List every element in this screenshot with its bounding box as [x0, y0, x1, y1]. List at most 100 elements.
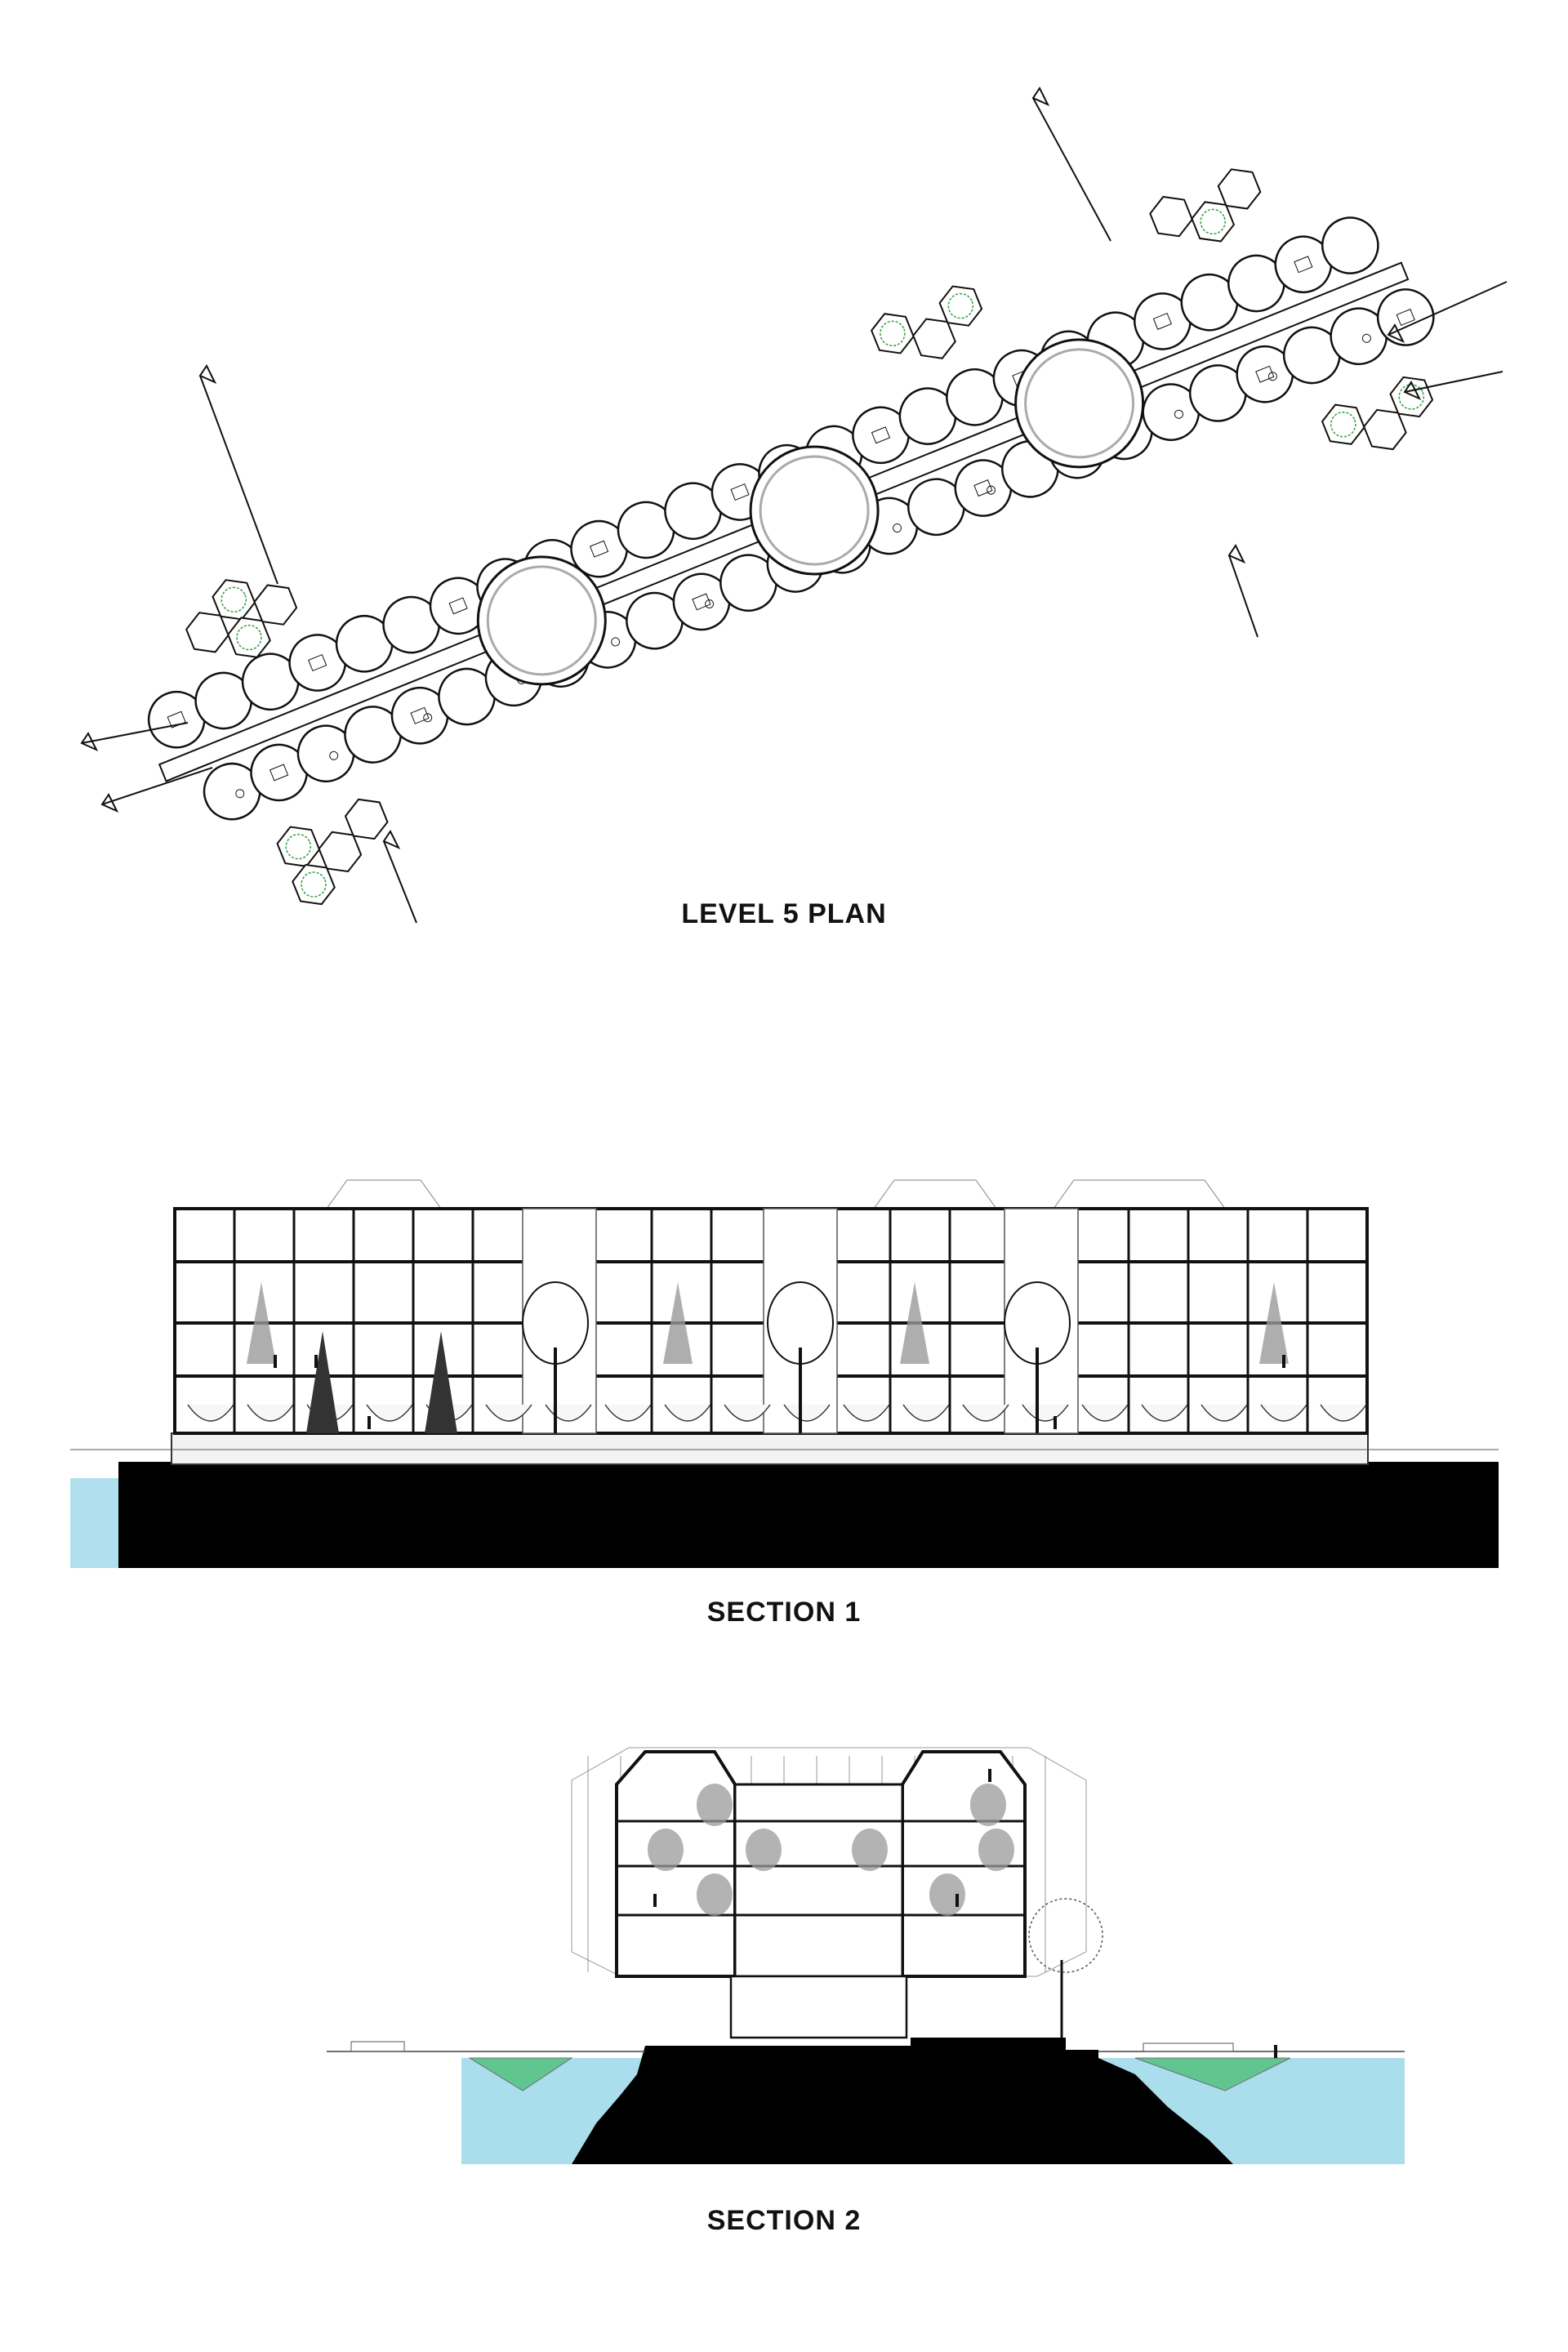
pine-tree: [425, 1331, 457, 1433]
pine-tree: [306, 1331, 339, 1433]
furniture: [1267, 372, 1277, 381]
section-2-trees: [648, 1784, 1103, 2038]
atrium-void: [522, 1208, 597, 1434]
centre-block: [733, 1783, 904, 1978]
vault: [1141, 1404, 1188, 1422]
plan-svg: [80, 87, 1508, 924]
vault: [843, 1404, 890, 1422]
section-1-trees: [247, 1281, 1289, 1433]
vault: [902, 1404, 950, 1422]
vault: [366, 1404, 413, 1422]
grey-tree: [663, 1282, 693, 1364]
person: [314, 1355, 318, 1368]
planter-green: [236, 624, 262, 651]
furniture: [730, 483, 750, 501]
planter-green: [880, 320, 906, 347]
cut-arrowhead: [80, 732, 99, 752]
cut-arrowhead: [1403, 381, 1422, 401]
person: [988, 1769, 991, 1782]
furniture: [692, 593, 711, 611]
person: [368, 1416, 371, 1429]
grey-tree: [247, 1282, 276, 1364]
hex-cell: [276, 826, 321, 867]
furniture: [269, 764, 289, 782]
water-left: [70, 1478, 121, 1568]
cut-line: [101, 767, 213, 805]
person: [1054, 1416, 1057, 1429]
planter-green: [1398, 384, 1424, 410]
cut-line: [199, 375, 278, 585]
hex-cell: [938, 285, 983, 327]
vault: [1081, 1404, 1129, 1422]
tree-canopy: [522, 1281, 589, 1365]
level-5-plan-drawing: [0, 65, 1568, 972]
roof-lanterns: [326, 1179, 1226, 1209]
atrium-outer: [749, 445, 880, 576]
building-grid: [173, 1208, 1369, 1434]
atrium-inner: [759, 455, 870, 566]
cut-arrowhead: [1227, 544, 1246, 564]
furniture: [705, 599, 715, 608]
vault: [962, 1404, 1009, 1422]
planted-tree: [697, 1784, 733, 1826]
plan-geometry: [147, 168, 1435, 906]
cut-line: [1228, 555, 1258, 638]
exterior-tree-canopy: [1028, 1898, 1103, 1973]
furniture: [1255, 365, 1275, 383]
podium: [729, 1975, 908, 2039]
furniture: [448, 597, 468, 615]
railing-left: [350, 2041, 405, 2052]
furniture: [235, 789, 245, 799]
furniture: [410, 706, 430, 724]
planter-green: [1330, 411, 1356, 438]
person: [956, 1894, 959, 1907]
planter-green: [220, 586, 247, 613]
pond-left: [468, 2057, 573, 2091]
cut-line: [383, 840, 417, 924]
atrium-void: [1004, 1208, 1079, 1434]
section-1-drawing: [0, 1160, 1568, 1584]
section-1-title: SECTION 1: [706, 1597, 862, 1628]
atrium-inner: [486, 565, 597, 676]
vault: [1320, 1404, 1367, 1422]
person: [653, 1894, 657, 1907]
planted-tree: [929, 1873, 965, 1916]
planted-tree: [978, 1829, 1014, 1871]
hex-cell: [292, 863, 336, 906]
cut-arrowhead: [1031, 87, 1050, 107]
section-2-title: SECTION 2: [706, 2205, 862, 2236]
cut-arrowhead: [1387, 323, 1405, 344]
hex-cell: [344, 798, 389, 840]
cut-arrowhead: [382, 830, 401, 850]
vault: [247, 1404, 294, 1422]
cut-line: [1388, 281, 1508, 336]
furniture: [1294, 256, 1313, 274]
vault: [724, 1404, 771, 1422]
furniture: [973, 479, 993, 497]
atrium-outer: [1014, 338, 1145, 469]
vault: [664, 1404, 711, 1422]
roof-lantern: [326, 1179, 442, 1209]
planted-tree: [852, 1829, 888, 1871]
ground-island: [572, 2038, 1233, 2164]
furniture: [423, 713, 433, 723]
hex-cell: [1321, 403, 1365, 445]
pod-room: [1321, 216, 1379, 274]
vault: [485, 1404, 532, 1422]
grey-tree: [900, 1282, 929, 1364]
cut-arrowhead: [100, 793, 119, 813]
planter-green: [301, 871, 327, 898]
planted-tree: [648, 1829, 684, 1871]
hex-cell: [1389, 376, 1434, 418]
atrium-outer: [476, 555, 607, 686]
atrium-inner: [1024, 348, 1135, 459]
person: [1274, 2045, 1277, 2058]
vault: [604, 1404, 652, 1422]
furniture: [893, 523, 902, 533]
hex-cell: [185, 612, 229, 653]
grey-tree: [1259, 1282, 1289, 1364]
planted-tree: [970, 1784, 1006, 1826]
cut-line: [81, 722, 189, 744]
section-cut-markers: [80, 87, 1508, 924]
podium: [171, 1432, 1369, 1465]
